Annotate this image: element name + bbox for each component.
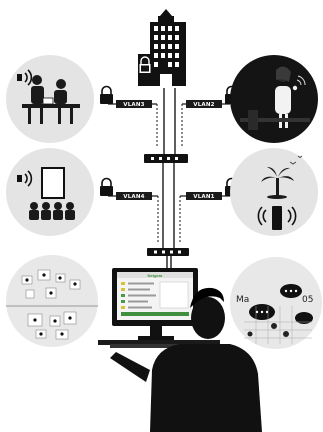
network-switch-upper xyxy=(144,154,188,163)
building-padlock-icon xyxy=(139,56,151,73)
network-switch-lower xyxy=(147,248,189,256)
office-building-icon xyxy=(138,9,186,86)
vlan1-tag: VLAN1 xyxy=(186,192,222,200)
outdoor-wifi-circle xyxy=(230,148,318,236)
padlock-icon xyxy=(100,85,113,104)
wifi-icon xyxy=(17,69,33,86)
vlan3-tag: VLAN3 xyxy=(116,100,152,108)
calendar-grid xyxy=(244,306,312,344)
admin-workstation: Netgear xyxy=(98,268,220,348)
keyboard xyxy=(110,344,180,348)
audience-icon xyxy=(29,202,75,220)
vlan2-tag: VLAN2 xyxy=(186,100,222,108)
calendar-month-right: 05 xyxy=(302,295,313,305)
vlan3-label: VLAN3 xyxy=(123,102,144,108)
meeting-people-icon xyxy=(22,75,80,124)
meeting-room-circle xyxy=(6,55,94,143)
training-room-circle xyxy=(6,148,94,236)
monitor-stand xyxy=(150,326,162,336)
network-cables xyxy=(108,88,230,268)
access-point-icon xyxy=(257,206,297,230)
wifi-icon xyxy=(17,170,33,187)
calendar-circle: Ma 05 xyxy=(230,257,322,349)
projector-screen xyxy=(41,167,65,199)
monitor-ui-rows xyxy=(121,281,189,316)
admin-person-icon xyxy=(110,287,262,432)
vlan4-label: VLAN4 xyxy=(123,194,144,200)
desk xyxy=(98,340,220,345)
vlan1-label: VLAN1 xyxy=(193,194,214,200)
person-with-phone-icon xyxy=(275,66,306,128)
calendar-markers xyxy=(247,323,289,337)
remote-worker-circle xyxy=(230,55,318,143)
vlan4-tag: VLAN4 xyxy=(116,192,152,200)
palm-tree-icon xyxy=(261,167,294,199)
padlock-icon xyxy=(100,177,113,196)
monitor-app-title: Netgear xyxy=(148,273,163,278)
device-markers xyxy=(25,273,77,336)
birds-icon xyxy=(289,155,303,165)
floor-plan-circle xyxy=(6,255,98,347)
calendar-month-left: Ma xyxy=(236,295,249,305)
vlan2-label: VLAN2 xyxy=(193,102,214,108)
chat-bubbles-icon xyxy=(249,284,313,324)
